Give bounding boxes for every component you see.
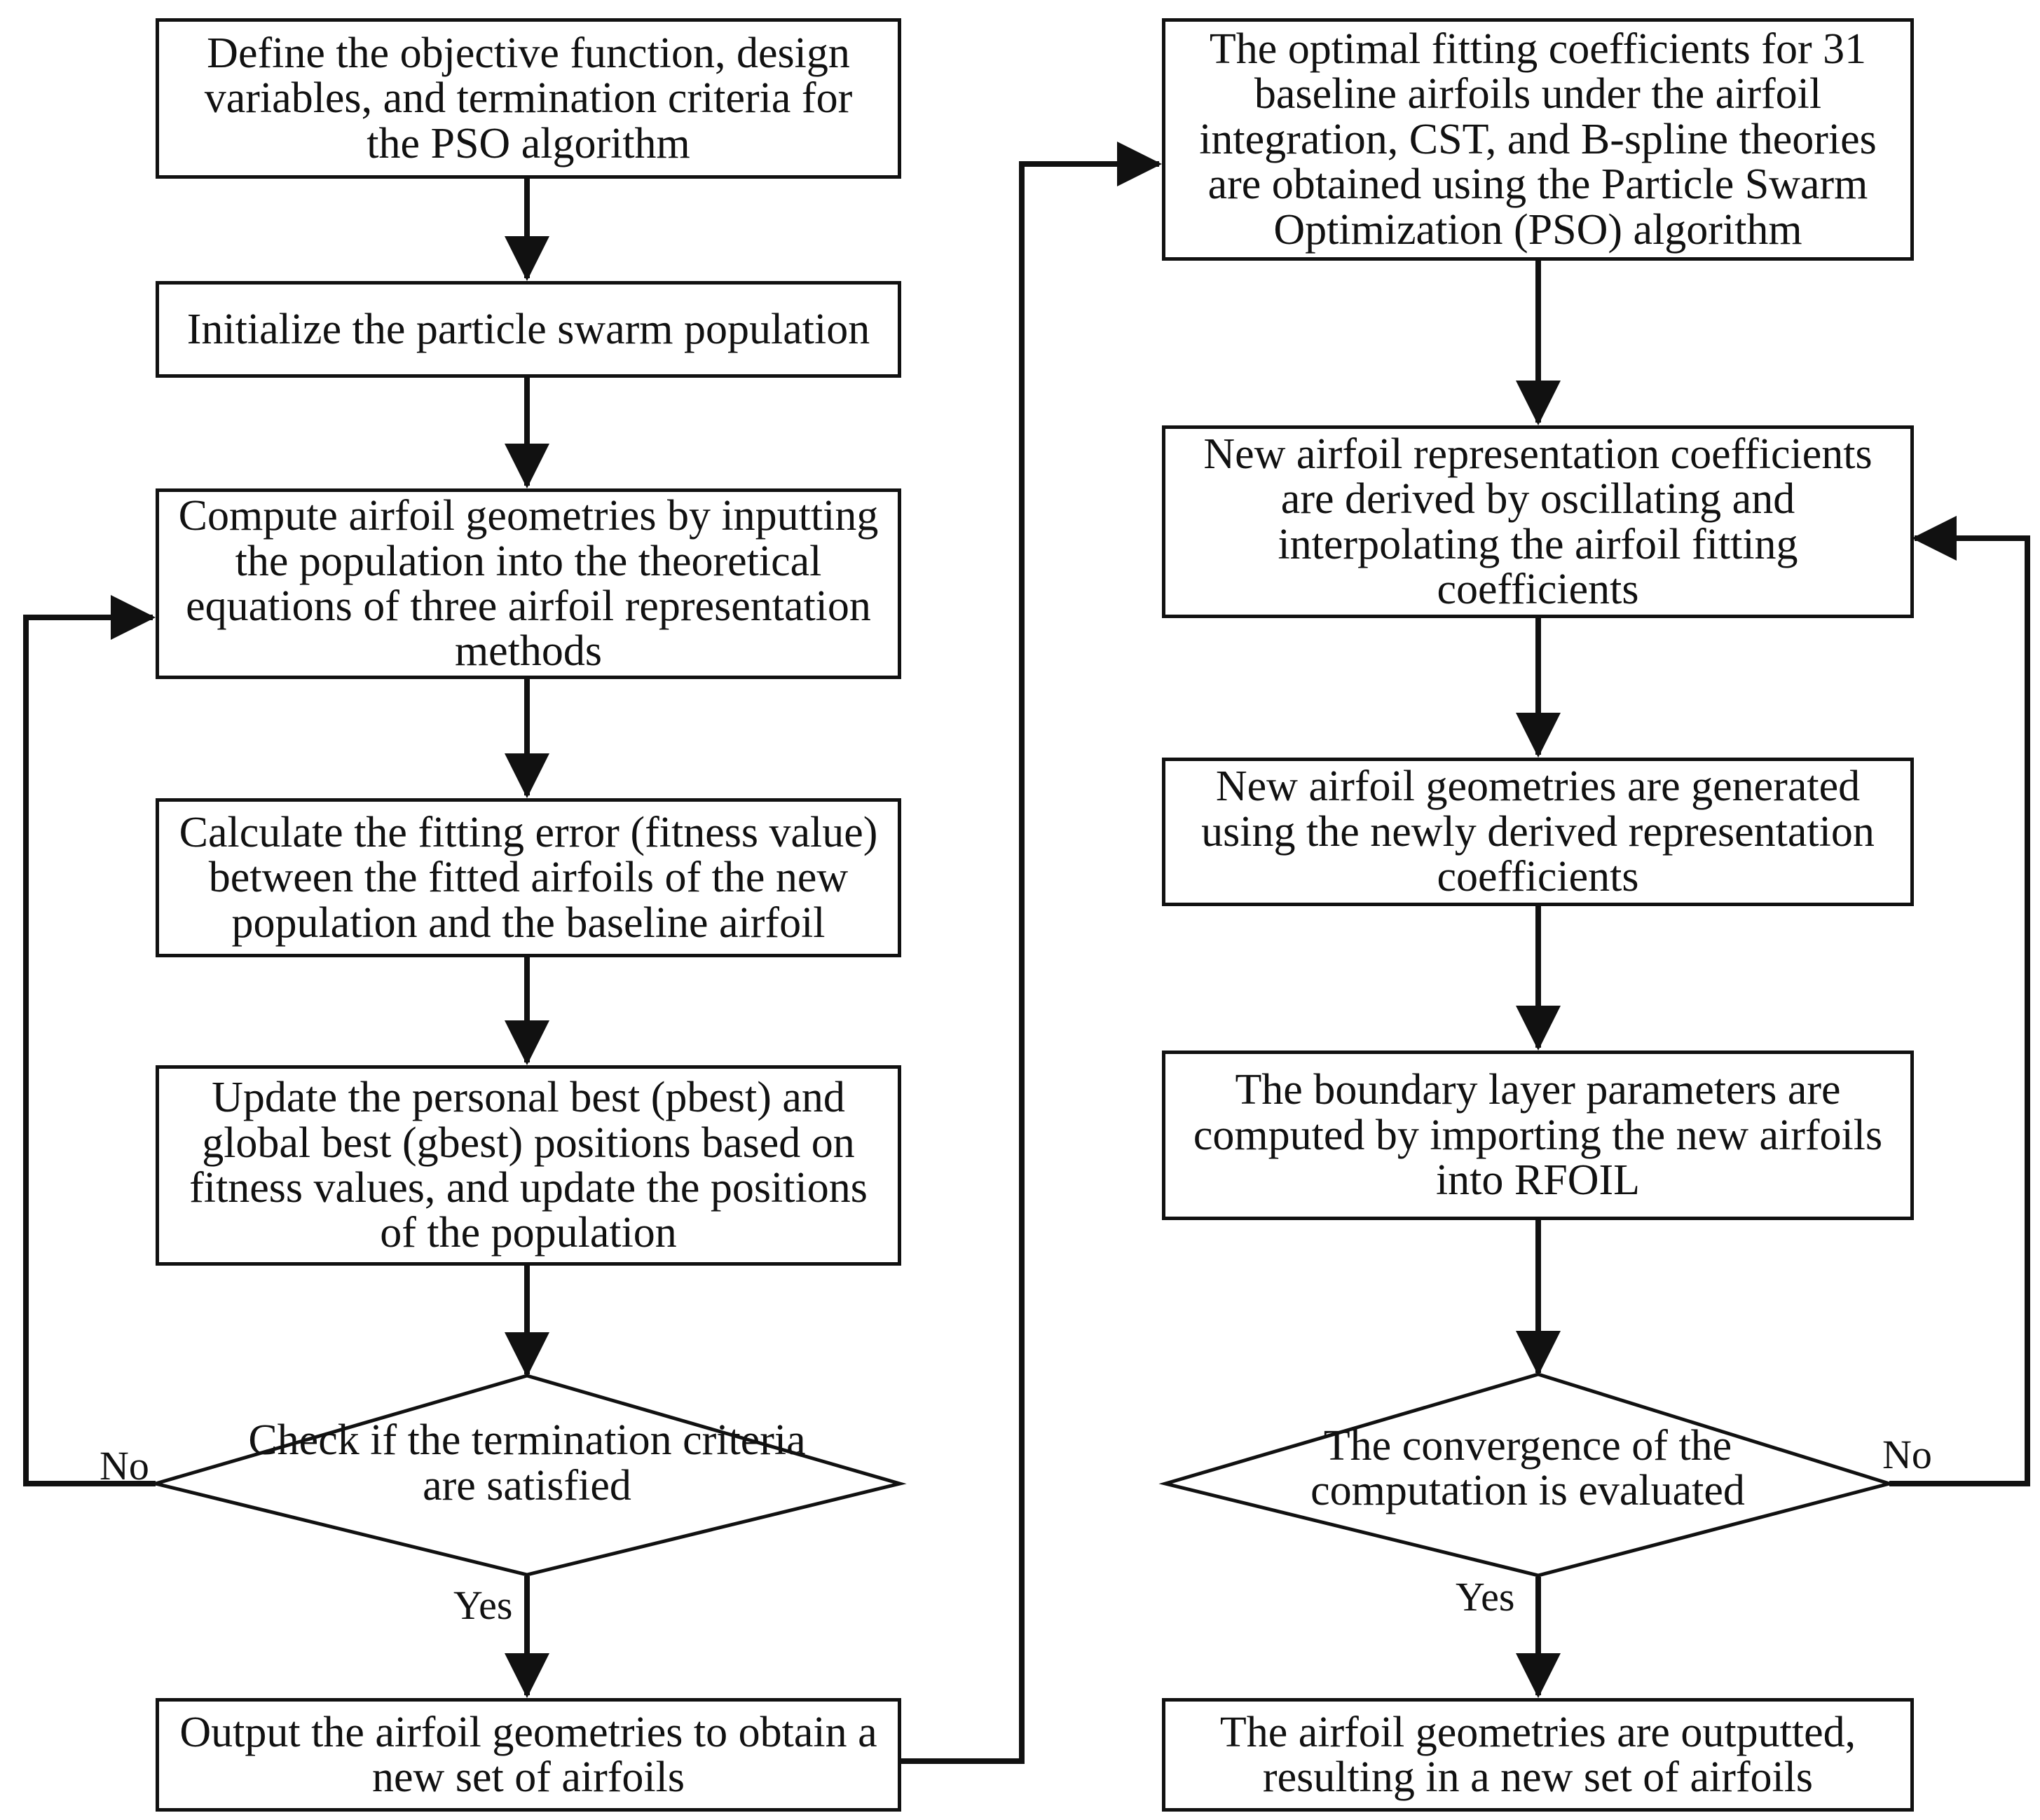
step-calculate-fitness: Calculate the fitting error (fitness val…	[156, 798, 901, 957]
step-update-positions: Update the personal best (pbest) and glo…	[156, 1065, 901, 1266]
decision-termination-diamond	[149, 1374, 907, 1577]
step-optimal-coefficients: The optimal fitting coefficients for 31 …	[1162, 18, 1914, 261]
label-yes-left: Yes	[453, 1582, 513, 1628]
step-final-output-text: The airfoil geometries are outputted, re…	[1219, 1708, 1856, 1801]
step-boundary-layer: The boundary layer parameters are comput…	[1162, 1051, 1914, 1220]
step-final-output: The airfoil geometries are outputted, re…	[1162, 1698, 1914, 1812]
decision-convergence-diamond	[1158, 1372, 1896, 1578]
arrow-no-loop-right	[1889, 516, 2030, 1486]
step-new-geometries: New airfoil geometries are generated usi…	[1162, 758, 1914, 906]
step-optimal-text: The optimal fitting coefficients for 31 …	[1199, 25, 1877, 254]
step-initialize-population: Initialize the particle swarm population	[156, 281, 901, 378]
step-output-airfoils: Output the airfoil geometries to obtain …	[156, 1698, 901, 1812]
arrow-no-loop-left	[23, 595, 156, 1486]
step-new-geometries-text: New airfoil geometries are generated usi…	[1201, 762, 1875, 901]
label-no-right: No	[1882, 1432, 1932, 1477]
step-initialize-text: Initialize the particle swarm population	[186, 305, 870, 353]
decision-termination-text: Check if the termination criteria are sa…	[248, 1416, 806, 1510]
step-compute-text: Compute airfoil geometries by inputting …	[178, 492, 879, 676]
step-update-text: Update the personal best (pbest) and glo…	[189, 1074, 868, 1257]
step-output-text: Output the airfoil geometries to obtain …	[179, 1708, 877, 1801]
arrow-output-to-optimal	[901, 142, 1162, 1764]
step-define-text: Define the objective function, design va…	[204, 29, 853, 167]
step-new-coefficients-text: New airfoil representation coefficients …	[1203, 430, 1873, 613]
step-define-objective: Define the objective function, design va…	[156, 18, 901, 179]
step-calculate-text: Calculate the fitting error (fitness val…	[179, 808, 878, 947]
label-yes-right: Yes	[1456, 1574, 1515, 1620]
decision-convergence-text: The convergence of the computation is ev…	[1310, 1421, 1745, 1514]
step-boundary-text: The boundary layer parameters are comput…	[1193, 1066, 1883, 1205]
step-new-coefficients: New airfoil representation coefficients …	[1162, 425, 1914, 618]
step-compute-geometries: Compute airfoil geometries by inputting …	[156, 488, 901, 679]
label-no-left: No	[100, 1443, 149, 1489]
